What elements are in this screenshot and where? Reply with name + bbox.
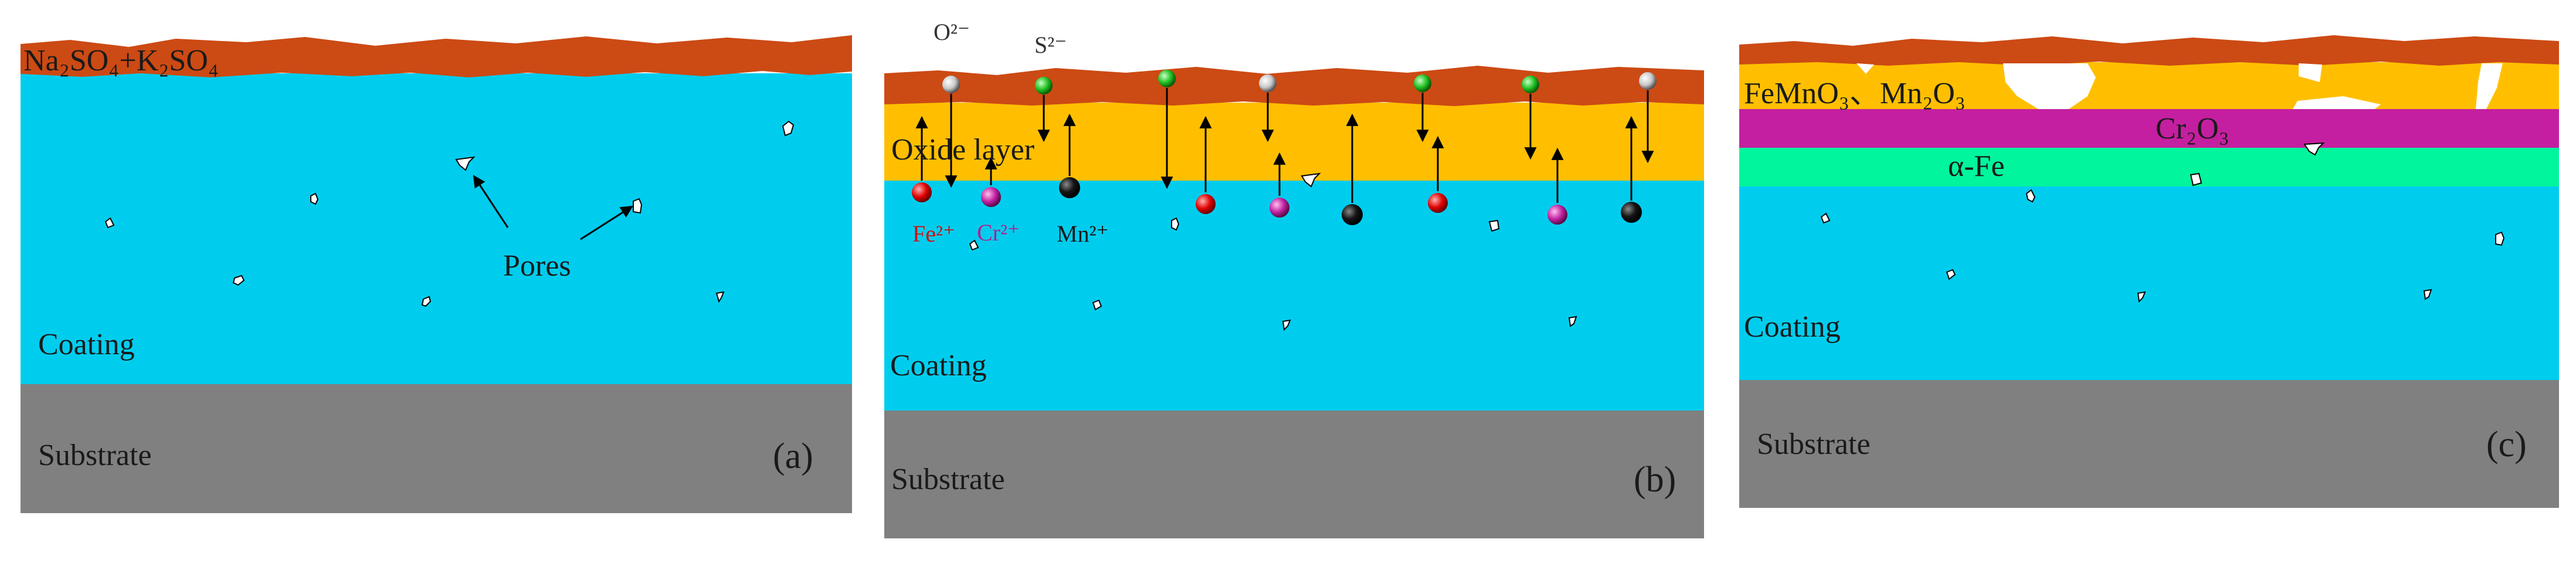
void <box>2293 96 2381 109</box>
pore <box>2190 172 2202 186</box>
panel-c-coating <box>1739 186 2559 380</box>
panel-c-alpha-fe-label: α-Fe <box>1948 150 2005 183</box>
panel-b-coating-label: Coating <box>890 349 987 382</box>
pore <box>1282 319 1291 331</box>
panel-a-pores <box>104 120 795 307</box>
panel-a-substrate-label: Substrate <box>38 439 152 472</box>
mn-ion <box>1621 202 1642 223</box>
panel-b-coating <box>884 181 1704 411</box>
fe-ion <box>1196 194 1216 214</box>
panel-b-substrate-label: Substrate <box>891 463 1005 496</box>
void <box>2299 63 2322 82</box>
panel-c-substrate <box>1739 380 2559 508</box>
panel-c-substrate-label: Substrate <box>1757 428 1871 461</box>
pore <box>2495 231 2505 246</box>
cr-ion <box>1270 198 1289 218</box>
panel-a: Na₂SO₄+K₂SO₄ Pores Coating Substrate (a) <box>21 35 852 513</box>
pore <box>969 239 979 251</box>
panel-c-salt-layer <box>1739 35 2559 66</box>
panel-a-pores-label: Pores <box>503 249 571 283</box>
pore <box>1171 217 1180 231</box>
pore <box>455 156 476 171</box>
panel-b-tag: (b) <box>1634 460 1676 500</box>
ion-mn-label: Mn²⁺ <box>1057 221 1109 247</box>
panel-c-cr2o3-layer <box>1739 109 2559 148</box>
o-ion <box>1639 72 1657 90</box>
panel-b-oxide-layer <box>884 103 1704 181</box>
void <box>2476 63 2503 109</box>
panel-b-oxide-label: Oxide layer <box>891 133 1034 167</box>
mn-ion <box>1342 204 1363 225</box>
pore <box>232 274 245 286</box>
panel-b-surface-ions <box>942 70 1657 94</box>
pore <box>1301 172 1321 188</box>
panel-b-salt-layer <box>884 66 1704 106</box>
panel-c-cr2o3-label: Cr₂O₃ <box>2156 112 2229 145</box>
void <box>1857 63 1874 74</box>
pore <box>1488 219 1500 232</box>
panel-a-salt-layer <box>21 35 852 77</box>
panel-a-coating-label: Coating <box>38 328 135 361</box>
panel-a-tag: (a) <box>773 436 813 476</box>
panel-b-diffusion-arrows <box>915 88 1654 203</box>
panel-c-voids <box>1857 63 2503 109</box>
pore <box>104 217 115 229</box>
void <box>2003 63 2096 109</box>
o-ion <box>1259 74 1277 92</box>
panel-c-tag: (c) <box>2486 425 2527 464</box>
mn-ion <box>1059 177 1080 198</box>
pores-arrow-1 <box>473 175 509 228</box>
fe-ion <box>912 182 932 202</box>
fe-ion <box>1428 193 1448 213</box>
panel-c-oxide-layer <box>1739 62 2559 109</box>
pore <box>1092 299 1102 311</box>
panel-b-cations <box>912 177 1642 225</box>
o-ion <box>942 76 960 93</box>
pore <box>715 291 725 303</box>
panel-c-oxide-label: FeMnO₃、Mn₂O₃ <box>1744 77 1966 110</box>
pore <box>1946 269 1956 280</box>
ion-fe-label: Fe²⁺ <box>912 221 955 247</box>
ion-o-label: O²⁻ <box>934 19 970 45</box>
s-ion <box>1414 74 1431 92</box>
panel-a-substrate <box>21 384 852 513</box>
pores-arrow-2 <box>580 205 633 240</box>
cr-ion <box>1547 205 1567 225</box>
panel-c-coating-label: Coating <box>1744 310 1841 344</box>
panel-b-substrate <box>884 411 1704 538</box>
s-ion <box>1035 77 1053 94</box>
panel-b: O²⁻ S²⁻ Oxide layer Fe²⁺ Cr²⁺ Mn²⁺ Coati… <box>884 19 1704 538</box>
pore <box>421 296 432 307</box>
ion-cr-label: Cr²⁺ <box>977 219 1020 246</box>
panel-c-pores <box>1820 142 2505 303</box>
panel-b-pores <box>969 172 1577 331</box>
pore <box>2025 189 2036 203</box>
ion-s-label: S²⁻ <box>1034 32 1067 58</box>
pore <box>2303 142 2325 156</box>
pore <box>782 120 795 137</box>
cr-ion <box>981 187 1001 207</box>
pore <box>2137 291 2146 303</box>
pore <box>1568 316 1577 327</box>
panel-a-salt-label: Na₂SO₄+K₂SO₄ <box>23 44 219 77</box>
s-ion <box>1522 76 1539 93</box>
panel-a-coating <box>21 73 852 384</box>
pore <box>2423 289 2432 300</box>
panel-c-alpha-fe-layer <box>1739 148 2559 186</box>
pore <box>633 198 643 214</box>
s-ion <box>1158 70 1176 87</box>
pore <box>1820 212 1831 224</box>
panel-c: FeMnO₃、Mn₂O₃ Cr₂O₃ α-Fe Coating Substrat… <box>1739 35 2559 508</box>
pore <box>310 192 319 205</box>
